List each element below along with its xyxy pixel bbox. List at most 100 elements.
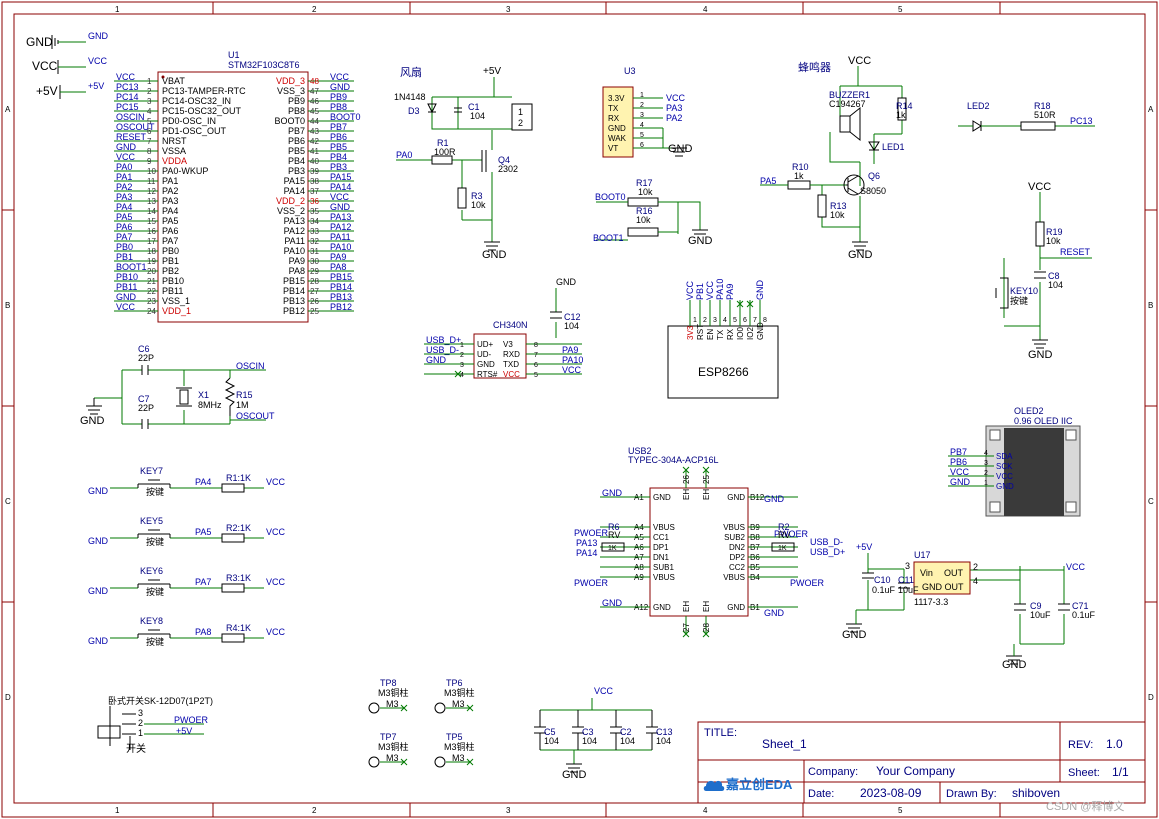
mcu-right-net: PA13 — [330, 212, 351, 222]
esp-net: VCC — [685, 280, 695, 300]
frame-row-label: A — [1148, 105, 1154, 114]
key-resistor-label: R1:1K — [226, 473, 251, 483]
esp-net: PA9 — [725, 284, 735, 300]
svg-text:+5V: +5V — [176, 726, 192, 736]
svg-text:Your Company: Your Company — [876, 764, 955, 778]
usb-r2-label: R2 — [778, 522, 790, 532]
mcu-left-pin-name: VSSA — [162, 146, 186, 156]
mcu-right-net: PB4 — [330, 152, 347, 162]
svg-text:蜂鸣器: 蜂鸣器 — [798, 60, 831, 74]
key-switch — [137, 579, 171, 588]
mcu-left-pin-name: PD1-OSC_OUT — [162, 126, 227, 136]
frame-col-label: 2 — [312, 5, 317, 14]
cap-value: 104 — [544, 736, 559, 746]
mcu-right-pin-num: 45 — [310, 107, 319, 116]
ch340-pin-num: 5 — [534, 372, 538, 379]
mcu-right-pin-name: PA14 — [284, 186, 305, 196]
svg-text:0.96 OLED IIC: 0.96 OLED IIC — [1014, 416, 1073, 426]
mcu-left-pin-name: PB11 — [162, 286, 183, 296]
ch340-right-net: PA9 — [562, 345, 578, 355]
usb-eh-label: EH — [682, 601, 691, 612]
tp-pin: M3 — [452, 753, 465, 763]
svg-text:GND: GND — [1002, 659, 1027, 671]
usb-right-pin: SUB2 — [724, 533, 745, 542]
mcu-left-pin-name: VDD_1 — [162, 306, 191, 316]
esp-net: PB1 — [695, 283, 705, 300]
mcu-right-pin-num: 42 — [310, 137, 319, 146]
usb-left-pin: VBUS — [653, 523, 675, 532]
mcu-left-pin-num: 3 — [147, 97, 152, 106]
mcu-left-net: PC14 — [116, 92, 139, 102]
ch340-right-net: VCC — [562, 365, 582, 375]
svg-text:U3: U3 — [624, 66, 636, 76]
mcu-right-net: VCC — [330, 72, 350, 82]
mcu-right-pin-num: 34 — [310, 217, 319, 226]
no-connect-mark — [400, 704, 408, 712]
svg-text:TYPEC-304A-ACP16L: TYPEC-304A-ACP16L — [628, 455, 719, 465]
mcu-right-pin-num: 47 — [310, 87, 319, 96]
mcu-left-pin-name: PA0-WKUP — [162, 166, 208, 176]
mcu-left-pin-name: PC15-OSC32_OUT — [162, 106, 242, 116]
key-resistor — [221, 583, 245, 593]
usb-eh-num: 25 — [702, 475, 711, 484]
svg-text:10k: 10k — [636, 215, 651, 225]
svg-text:C10: C10 — [874, 575, 891, 585]
mcu-left-pin-num: 19 — [147, 257, 156, 266]
oled-display: OLED2 0.96 OLED IIC SDA4PB7SCK3PB6VCC2VC… — [948, 406, 1081, 517]
mcu-right-pin-num: 37 — [310, 187, 319, 196]
key-switch — [137, 479, 171, 488]
svg-text:GND: GND — [556, 277, 577, 287]
svg-text:1117-3.3: 1117-3.3 — [914, 597, 948, 607]
mcu-left-pin-num: 5 — [147, 117, 152, 126]
usb-pwoer-net: PWOER — [574, 578, 609, 588]
svg-text:1.0: 1.0 — [1106, 737, 1123, 751]
frame-row-label: B — [1148, 301, 1153, 310]
mcu-left-pin-name: PA7 — [162, 236, 178, 246]
mcu-left-pin-name: PC13-TAMPER-RTC — [162, 86, 246, 96]
svg-text:2302: 2302 — [498, 164, 518, 174]
mcu-right-pin-num: 33 — [310, 227, 319, 236]
mcu-right-pin-num: 36 — [310, 197, 319, 206]
svg-text:R17: R17 — [636, 178, 653, 188]
svg-text:C8: C8 — [1048, 271, 1060, 281]
svg-text:R10: R10 — [792, 162, 809, 172]
svg-text:CH340N: CH340N — [493, 320, 528, 330]
esp-pin-name: 3V3 — [686, 325, 695, 340]
svg-text:GND: GND — [842, 629, 867, 641]
mcu-left-pin-name: PB10 — [162, 276, 184, 286]
ch340-right-pin: VCC — [503, 370, 520, 379]
mcu-right-net: PB8 — [330, 102, 347, 112]
mcu-right-pin-name: PB9 — [288, 96, 305, 106]
u3-net: PA3 — [666, 103, 682, 113]
mcu-left-pin-name: PA2 — [162, 186, 178, 196]
mcu-right-net: PB9 — [330, 92, 347, 102]
mcu-right-net: PA9 — [330, 252, 346, 262]
usb-right-pin: GND — [727, 603, 745, 612]
key-value: 按键 — [146, 536, 164, 547]
svg-text:PA5: PA5 — [760, 176, 776, 186]
usb-eh-num: 28 — [702, 623, 711, 632]
svg-text:R16: R16 — [636, 206, 653, 216]
usb-eh-label: EH — [702, 601, 711, 612]
usb-resistor — [771, 542, 795, 552]
mcu-left-pin-num: 20 — [147, 267, 156, 276]
frame-col-label: 5 — [898, 806, 903, 815]
ch340-pin-num: 1 — [460, 342, 464, 349]
frame-col-label: 1 — [115, 5, 120, 14]
ch340-left-net: USB_D- — [426, 345, 459, 355]
tp-circle — [434, 756, 446, 768]
oled-pin-num: 1 — [984, 480, 988, 487]
mcu-right-net: PB6 — [330, 132, 347, 142]
mcu-right-pin-num: 38 — [310, 177, 319, 186]
ch340-right-pin: V3 — [503, 340, 513, 349]
oled-pin-num: 4 — [984, 450, 988, 457]
oled-pin-num: 2 — [984, 470, 988, 477]
cap-ref: C3 — [582, 727, 594, 737]
key-value: 按键 — [146, 486, 164, 497]
svg-text:GND: GND — [848, 249, 873, 261]
key-resistor-label: R3:1K — [226, 573, 251, 583]
usb-right-pin: VBUS — [723, 523, 745, 532]
svg-text:R18: R18 — [1034, 101, 1051, 111]
cloud-icon — [703, 780, 725, 791]
tp-value: M3铜柱 — [444, 741, 475, 752]
